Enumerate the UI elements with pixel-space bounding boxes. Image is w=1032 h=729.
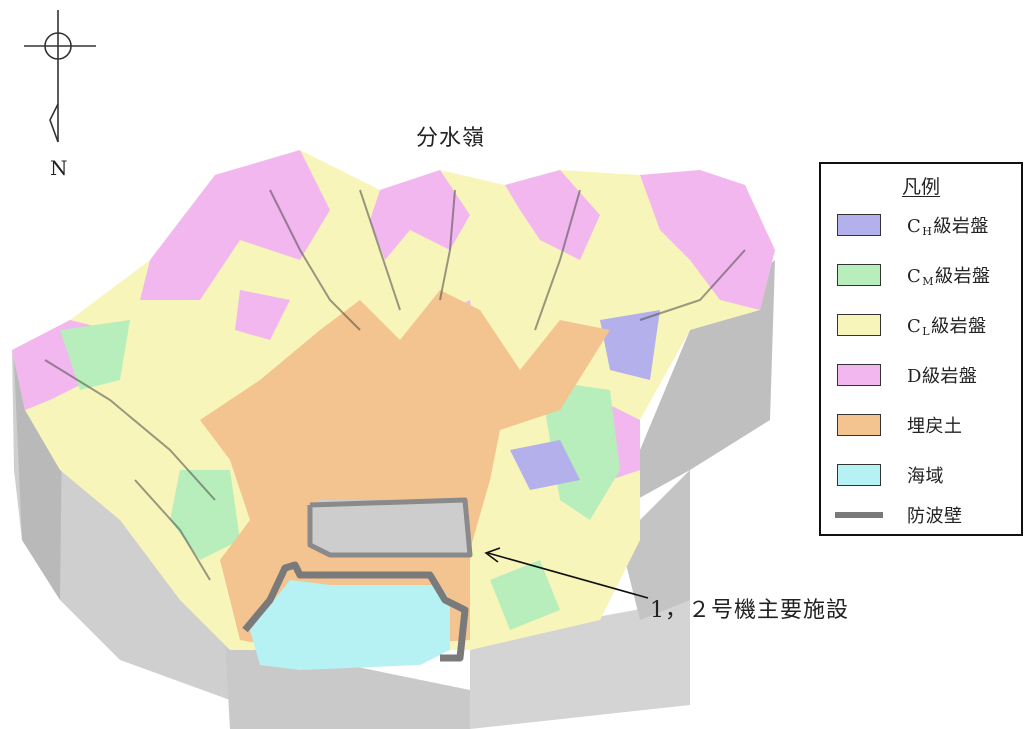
legend-item-cl: CL級岩盤 (837, 312, 987, 338)
legend-swatch-cm (837, 264, 881, 286)
facility-leader-arrow (484, 547, 649, 599)
legend-label-cm: CM級岩盤 (907, 266, 991, 288)
legend-swatch-ch (837, 214, 881, 236)
legend-label-cl: CL級岩盤 (907, 316, 987, 338)
terrain-surface (12, 150, 775, 670)
ridge-label: 分水嶺 (416, 126, 486, 151)
legend-swatch-d (837, 364, 881, 386)
legend-swatch-sea (837, 464, 881, 486)
legend-item-d: D級岩盤 (837, 362, 977, 388)
legend-title: 凡例 (901, 176, 940, 198)
legend-line-breakwater (835, 512, 883, 518)
north-letter: N (50, 156, 68, 180)
legend-swatch-fill (837, 414, 881, 436)
legend-swatch-cl (837, 314, 881, 336)
legend-label-ch: CH級岩盤 (907, 216, 989, 238)
facility-label: 1，２号機主要施設 (650, 598, 849, 623)
legend-label-breakwater: 防波壁 (907, 506, 963, 527)
legend-item-sea: 海域 (837, 462, 944, 488)
legend-label-fill: 埋戻土 (907, 416, 963, 437)
legend-item-ch: CH級岩盤 (837, 212, 989, 238)
legend: 凡例 CH級岩盤 CM級岩盤 CL級岩盤 D級岩盤 埋戻土 海域 防波壁 (819, 162, 1023, 536)
legend-label-sea: 海域 (907, 466, 944, 487)
legend-item-breakwater: 防波壁 (835, 502, 963, 528)
legend-label-d: D級岩盤 (907, 366, 978, 387)
north-arrow-icon (24, 10, 96, 143)
legend-item-cm: CM級岩盤 (837, 262, 991, 288)
legend-item-fill: 埋戻土 (837, 412, 963, 438)
